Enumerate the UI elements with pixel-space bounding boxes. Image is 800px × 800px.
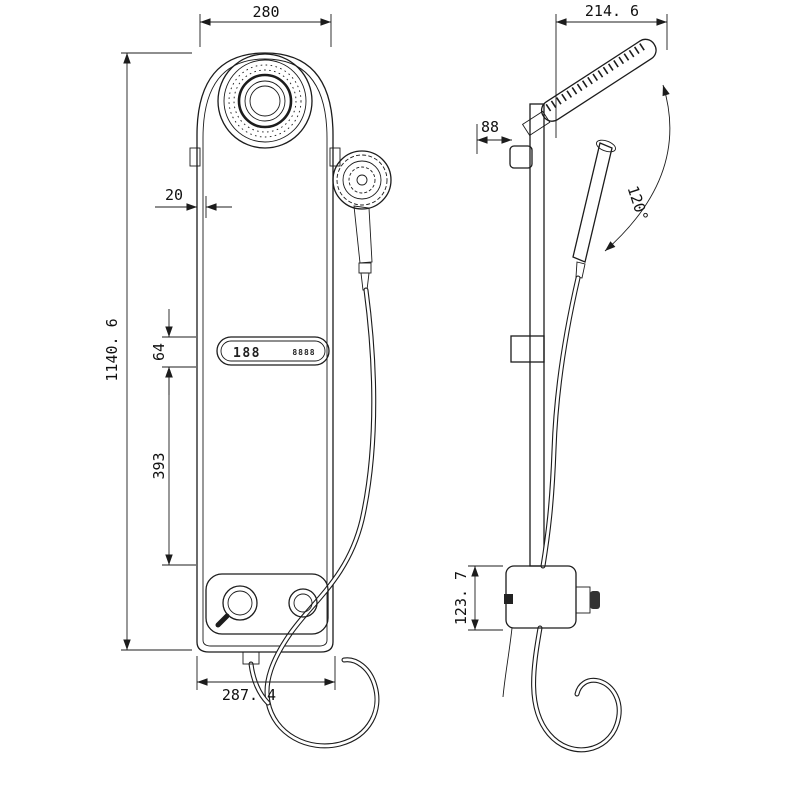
valve-box bbox=[504, 565, 600, 629]
dim-front-top-width: 280 bbox=[199, 3, 332, 47]
hand-shower-handle bbox=[353, 205, 373, 264]
hand-shower-front bbox=[332, 150, 392, 291]
dim-label-280: 280 bbox=[252, 3, 279, 21]
front-view: 188 8888 280 1140. 6 bbox=[103, 3, 392, 749]
dim-label-120deg: 120° bbox=[624, 183, 652, 223]
dim-front-mid-span: 393 bbox=[150, 367, 196, 566]
panel-clip-right bbox=[329, 147, 341, 167]
dim-front-overall-height: 1140. 6 bbox=[103, 52, 192, 651]
panel-outline-inner bbox=[202, 58, 328, 647]
dim-valve-height: 123. 7 bbox=[452, 565, 503, 631]
dim-label-214-6: 214. 6 bbox=[585, 2, 639, 20]
hand-shower-side bbox=[572, 139, 617, 279]
knob-lever bbox=[215, 613, 230, 628]
dim-label-1140-6: 1140. 6 bbox=[103, 318, 121, 381]
dim-front-base-width: 287. 4 bbox=[196, 656, 336, 704]
dim-label-287-4: 287. 4 bbox=[222, 686, 276, 704]
hand-shower-holder bbox=[509, 145, 533, 169]
dim-side-top-width: 214. 6 bbox=[555, 2, 668, 138]
dim-side-holder-offset: 88 bbox=[476, 118, 512, 154]
dim-label-393: 393 bbox=[150, 452, 168, 479]
dim-front-rail-offset: 20 bbox=[155, 186, 232, 218]
dim-label-123-7: 123. 7 bbox=[452, 571, 470, 625]
dim-label-20: 20 bbox=[165, 186, 183, 204]
dim-front-display-height: 64 bbox=[150, 309, 196, 395]
control-housing bbox=[205, 573, 329, 635]
supply-line bbox=[502, 627, 513, 698]
shower-hose-side bbox=[502, 275, 622, 753]
control-knob-left bbox=[222, 585, 258, 621]
wall-bracket bbox=[510, 335, 545, 363]
top-shower-head-side bbox=[521, 38, 657, 136]
side-view: 214. 6 88 120° 123. 7 bbox=[452, 2, 671, 753]
panel-outline-outer bbox=[196, 52, 334, 653]
shower-hose-front bbox=[248, 287, 380, 749]
dim-label-88: 88 bbox=[481, 118, 499, 136]
rail-bar bbox=[529, 103, 545, 567]
rain-shower-head bbox=[217, 53, 313, 149]
panel-clip-left bbox=[189, 147, 201, 167]
display-status-icons: 8888 bbox=[292, 348, 315, 357]
display-panel: 188 8888 bbox=[216, 336, 330, 366]
dim-head-angle: 120° bbox=[604, 84, 671, 252]
control-section bbox=[205, 573, 329, 665]
dim-label-64: 64 bbox=[150, 343, 168, 361]
water-spout bbox=[242, 651, 260, 665]
control-knob-right bbox=[288, 588, 318, 618]
display-digits: 188 bbox=[233, 346, 261, 361]
